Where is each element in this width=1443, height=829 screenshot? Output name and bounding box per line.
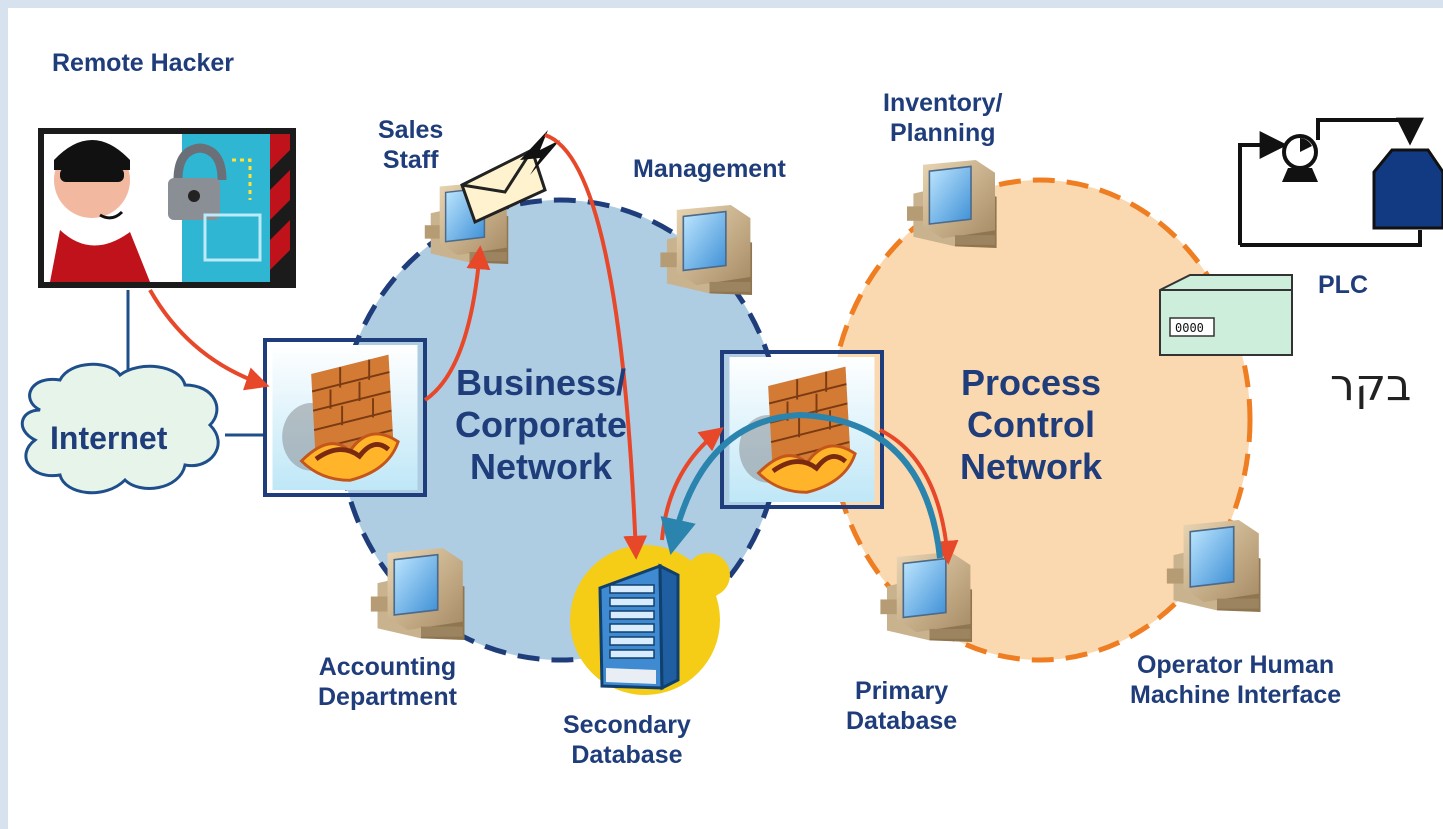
hebrew-annotation: בקר <box>1330 360 1412 411</box>
label-business-network: Business/ Corporate Network <box>455 362 628 487</box>
inventory-computer <box>906 160 998 248</box>
firewall-internet <box>263 338 427 497</box>
slide-frame-top <box>0 0 1443 8</box>
label-plc: PLC <box>1318 271 1368 299</box>
slide-frame-left <box>0 0 8 829</box>
label-management: Management <box>633 155 786 183</box>
attack-arrow-firewall-to-sales <box>423 245 491 402</box>
label-remote-hacker: Remote Hacker <box>52 49 235 77</box>
label-secondary-database: Secondary Database <box>563 711 691 769</box>
attack-arrow-firewall-to-primary-db <box>879 428 959 565</box>
label-primary-database: Primary Database <box>846 677 958 735</box>
email-icon <box>460 130 560 225</box>
plc-process-loop <box>1238 117 1443 247</box>
hacker-illustration <box>38 128 296 288</box>
label-inventory-planning: Inventory/ Planning <box>883 89 1003 147</box>
attack-arrow-hacker-to-firewall <box>148 289 270 391</box>
label-operator-hmi: Operator Human Machine Interface <box>1130 651 1342 709</box>
label-sales-staff: Sales Staff <box>378 116 444 174</box>
management-computer <box>659 205 754 295</box>
label-accounting-department: Accounting Department <box>318 653 457 711</box>
secondary-database-server <box>570 545 730 695</box>
replication-arrow-primary-to-secondary <box>660 411 943 559</box>
internet-cloud <box>21 362 220 495</box>
plc-display-text: 0000 <box>1175 321 1204 335</box>
attack-arrow-email-to-secondary-db <box>544 133 648 560</box>
label-internet: Internet <box>50 420 168 456</box>
label-process-network: Process Control Network <box>960 362 1103 487</box>
plc-device: 0000 <box>1159 274 1293 356</box>
